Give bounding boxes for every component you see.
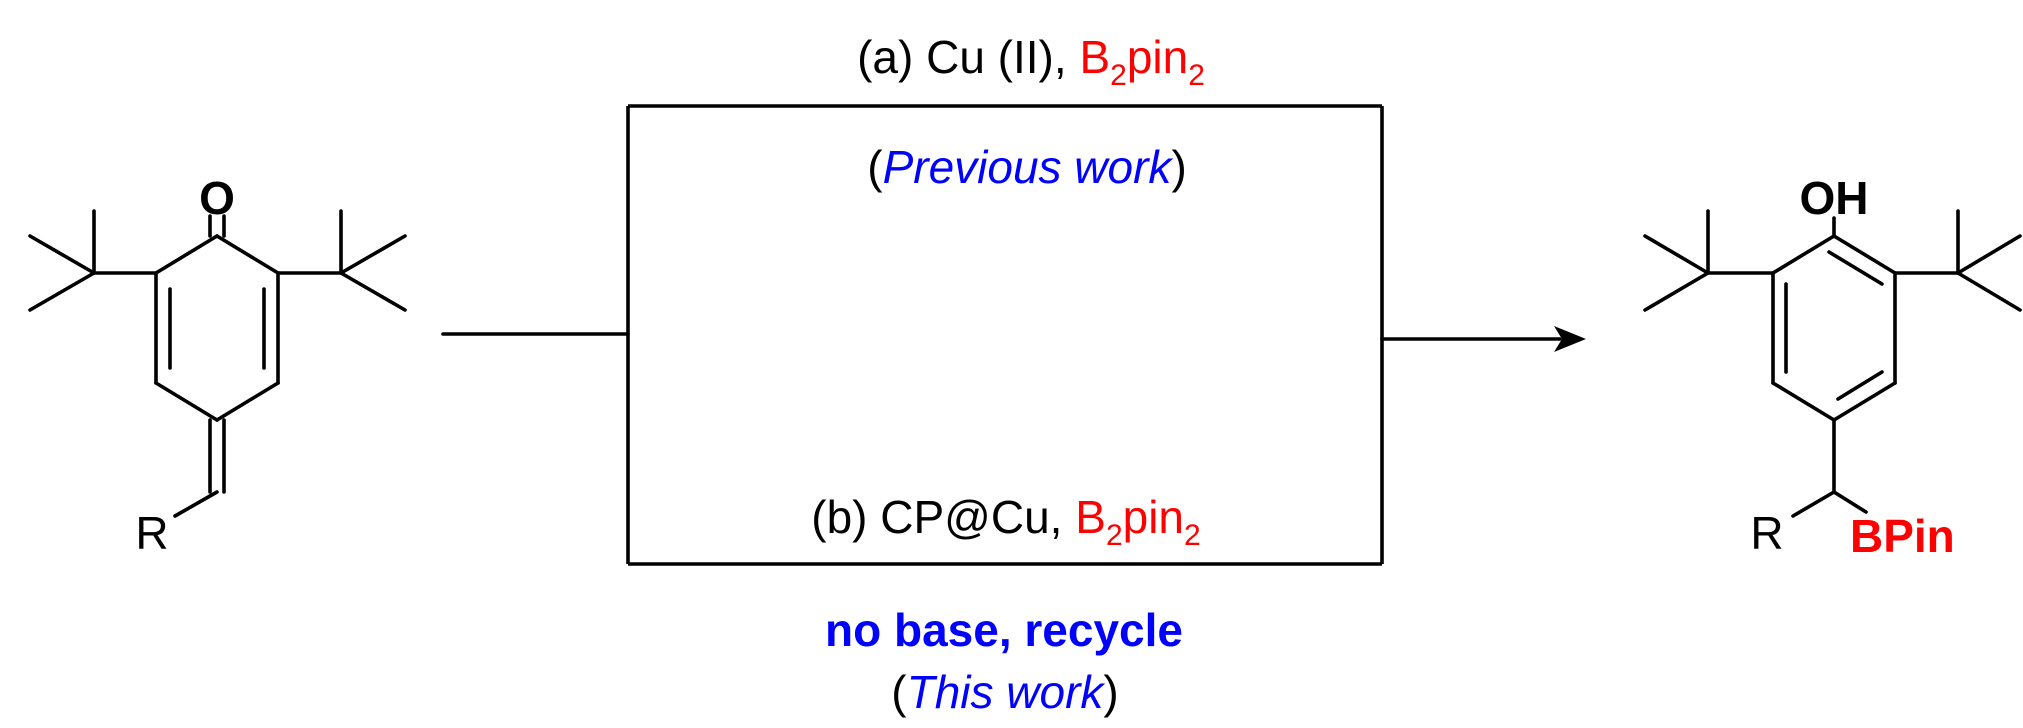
- product-boron-label: BPin: [1850, 510, 1955, 562]
- reaction-arrow: [441, 104, 1586, 566]
- product-hydroxyl-label: OH: [1800, 172, 1869, 224]
- reactant-r-label: R: [135, 507, 168, 559]
- condition-b-text: (b) CP@Cu, B2pin2: [811, 491, 1200, 552]
- reactant-quinone-methide: O R: [28, 172, 407, 559]
- reactant-oxygen-label: O: [199, 172, 235, 224]
- condition-a: (a) Cu (II), B2pin2 (Previous work): [857, 31, 1205, 193]
- condition-b: (b) CP@Cu, B2pin2 no base, recycle (This…: [811, 491, 1200, 718]
- arrow-head-icon: [1554, 326, 1586, 352]
- condition-b-note: (This work): [891, 666, 1118, 718]
- product-benzyl-boronate: OH R BPin: [1643, 172, 2022, 562]
- product-r-label: R: [1750, 507, 1783, 559]
- condition-a-text: (a) Cu (II), B2pin2: [857, 31, 1205, 92]
- condition-a-note: (Previous work): [867, 141, 1187, 193]
- condition-b-highlight: no base, recycle: [825, 604, 1183, 656]
